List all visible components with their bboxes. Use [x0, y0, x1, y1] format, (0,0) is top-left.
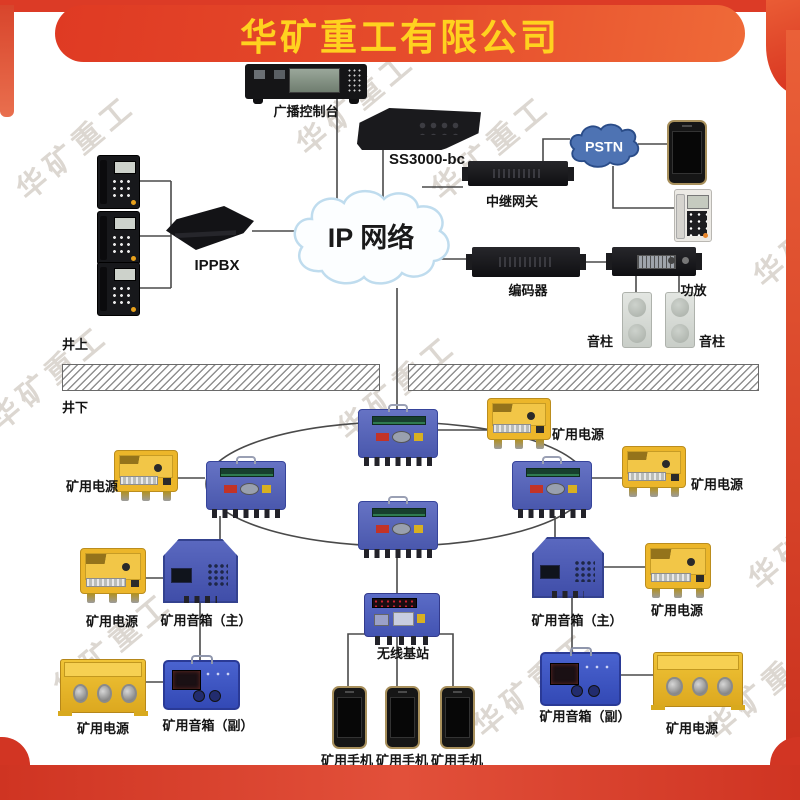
mine-phone-1 — [332, 686, 367, 749]
bottom-red-band — [0, 765, 800, 800]
mine-power-right — [622, 446, 686, 497]
mine-power-speaker-left — [80, 548, 146, 603]
surface-divider-right — [408, 364, 759, 391]
wireless-base-station-device — [364, 593, 440, 645]
mine-speaker-sub-right-label: 矿用音箱（副） — [539, 709, 631, 724]
mine-speaker-main-left-label: 矿用音箱（主） — [160, 613, 252, 628]
ring-substation-right — [512, 456, 592, 518]
mine-phone-1-label: 矿用手机 — [320, 753, 373, 768]
column-speaker-1 — [622, 292, 652, 348]
column-speaker-2-label: 音柱 — [698, 334, 725, 349]
ring-substation-left — [206, 456, 286, 518]
broadcast-console-device — [245, 64, 367, 104]
ip-network-cloud: IP 网络 — [286, 185, 456, 291]
mine-speaker-sub-left — [163, 655, 240, 710]
mine-power-left-label: 矿用电源 — [65, 479, 118, 494]
mine-power-bottom-left-label: 矿用电源 — [76, 721, 129, 736]
ip-phone-2 — [97, 211, 140, 265]
relay-gateway-device — [462, 161, 574, 186]
column-speaker-2 — [665, 292, 695, 348]
mine-phone-2 — [385, 686, 420, 749]
amplifier-display — [637, 254, 677, 270]
console-keypad — [347, 67, 364, 94]
zone-above-label: 井上 — [62, 337, 89, 352]
ip-phone-1 — [97, 155, 140, 209]
surface-divider-left — [62, 364, 380, 391]
mine-power-speaker-right — [645, 543, 711, 598]
company-banner: 华矿重工有限公司 — [55, 5, 745, 62]
mine-speaker-sub-right — [540, 647, 621, 706]
wireless-base-station-label: 无线基站 — [376, 646, 429, 661]
mine-power-right-label: 矿用电源 — [691, 477, 744, 492]
rugged-phone-surface — [667, 120, 707, 185]
company-title: 华矿重工有限公司 — [240, 16, 560, 58]
ring-substation-bottom — [358, 496, 438, 558]
encoder-label: 编码器 — [508, 283, 548, 298]
mine-power-bottom-right — [651, 652, 745, 710]
mine-speaker-main-right — [532, 537, 604, 598]
desk-phone-surface — [674, 189, 712, 242]
encoder-device — [466, 247, 586, 277]
pstn-label: PSTN — [585, 139, 623, 155]
mine-power-bottom-left — [58, 659, 148, 716]
amplifier-label: 功放 — [680, 283, 707, 298]
encoder-vents — [499, 256, 553, 268]
amplifier-device — [606, 247, 702, 276]
ippbx-label: IPPBX — [194, 257, 240, 274]
zone-below-label: 井下 — [62, 400, 89, 415]
ss3000-server-label: SS3000-bc — [389, 151, 465, 168]
right-edge-bar — [786, 30, 800, 800]
mine-phone-3-label: 矿用手机 — [430, 753, 483, 768]
mine-phone-2-label: 矿用手机 — [375, 753, 428, 768]
mine-power-bottom-right-label: 矿用电源 — [665, 721, 718, 736]
relay-gateway-label: 中继网关 — [485, 194, 538, 209]
mine-speaker-sub-left-label: 矿用音箱（副） — [162, 718, 254, 733]
gateway-vents — [493, 169, 543, 178]
ip-phone-3 — [97, 262, 140, 316]
broadcast-console-label: 广播控制台 — [273, 104, 339, 119]
ip-network-label: IP 网络 — [328, 222, 415, 253]
mine-power-left — [114, 450, 178, 501]
mine-power-speaker-right-label: 矿用电源 — [650, 603, 703, 618]
mine-speaker-main-right-label: 矿用音箱（主） — [531, 613, 623, 628]
pstn-cloud: PSTN — [566, 122, 642, 170]
mine-power-top — [487, 398, 551, 449]
column-speaker-1-label: 音柱 — [586, 334, 613, 349]
ring-substation-top — [358, 404, 438, 466]
mine-power-top-label: 矿用电源 — [552, 427, 605, 442]
mine-power-speaker-left-label: 矿用电源 — [85, 614, 138, 629]
console-screen — [288, 68, 340, 93]
mine-phone-3 — [440, 686, 475, 749]
left-edge-bar — [0, 5, 14, 117]
mine-speaker-main-left — [163, 539, 238, 603]
server-ports — [416, 119, 462, 135]
